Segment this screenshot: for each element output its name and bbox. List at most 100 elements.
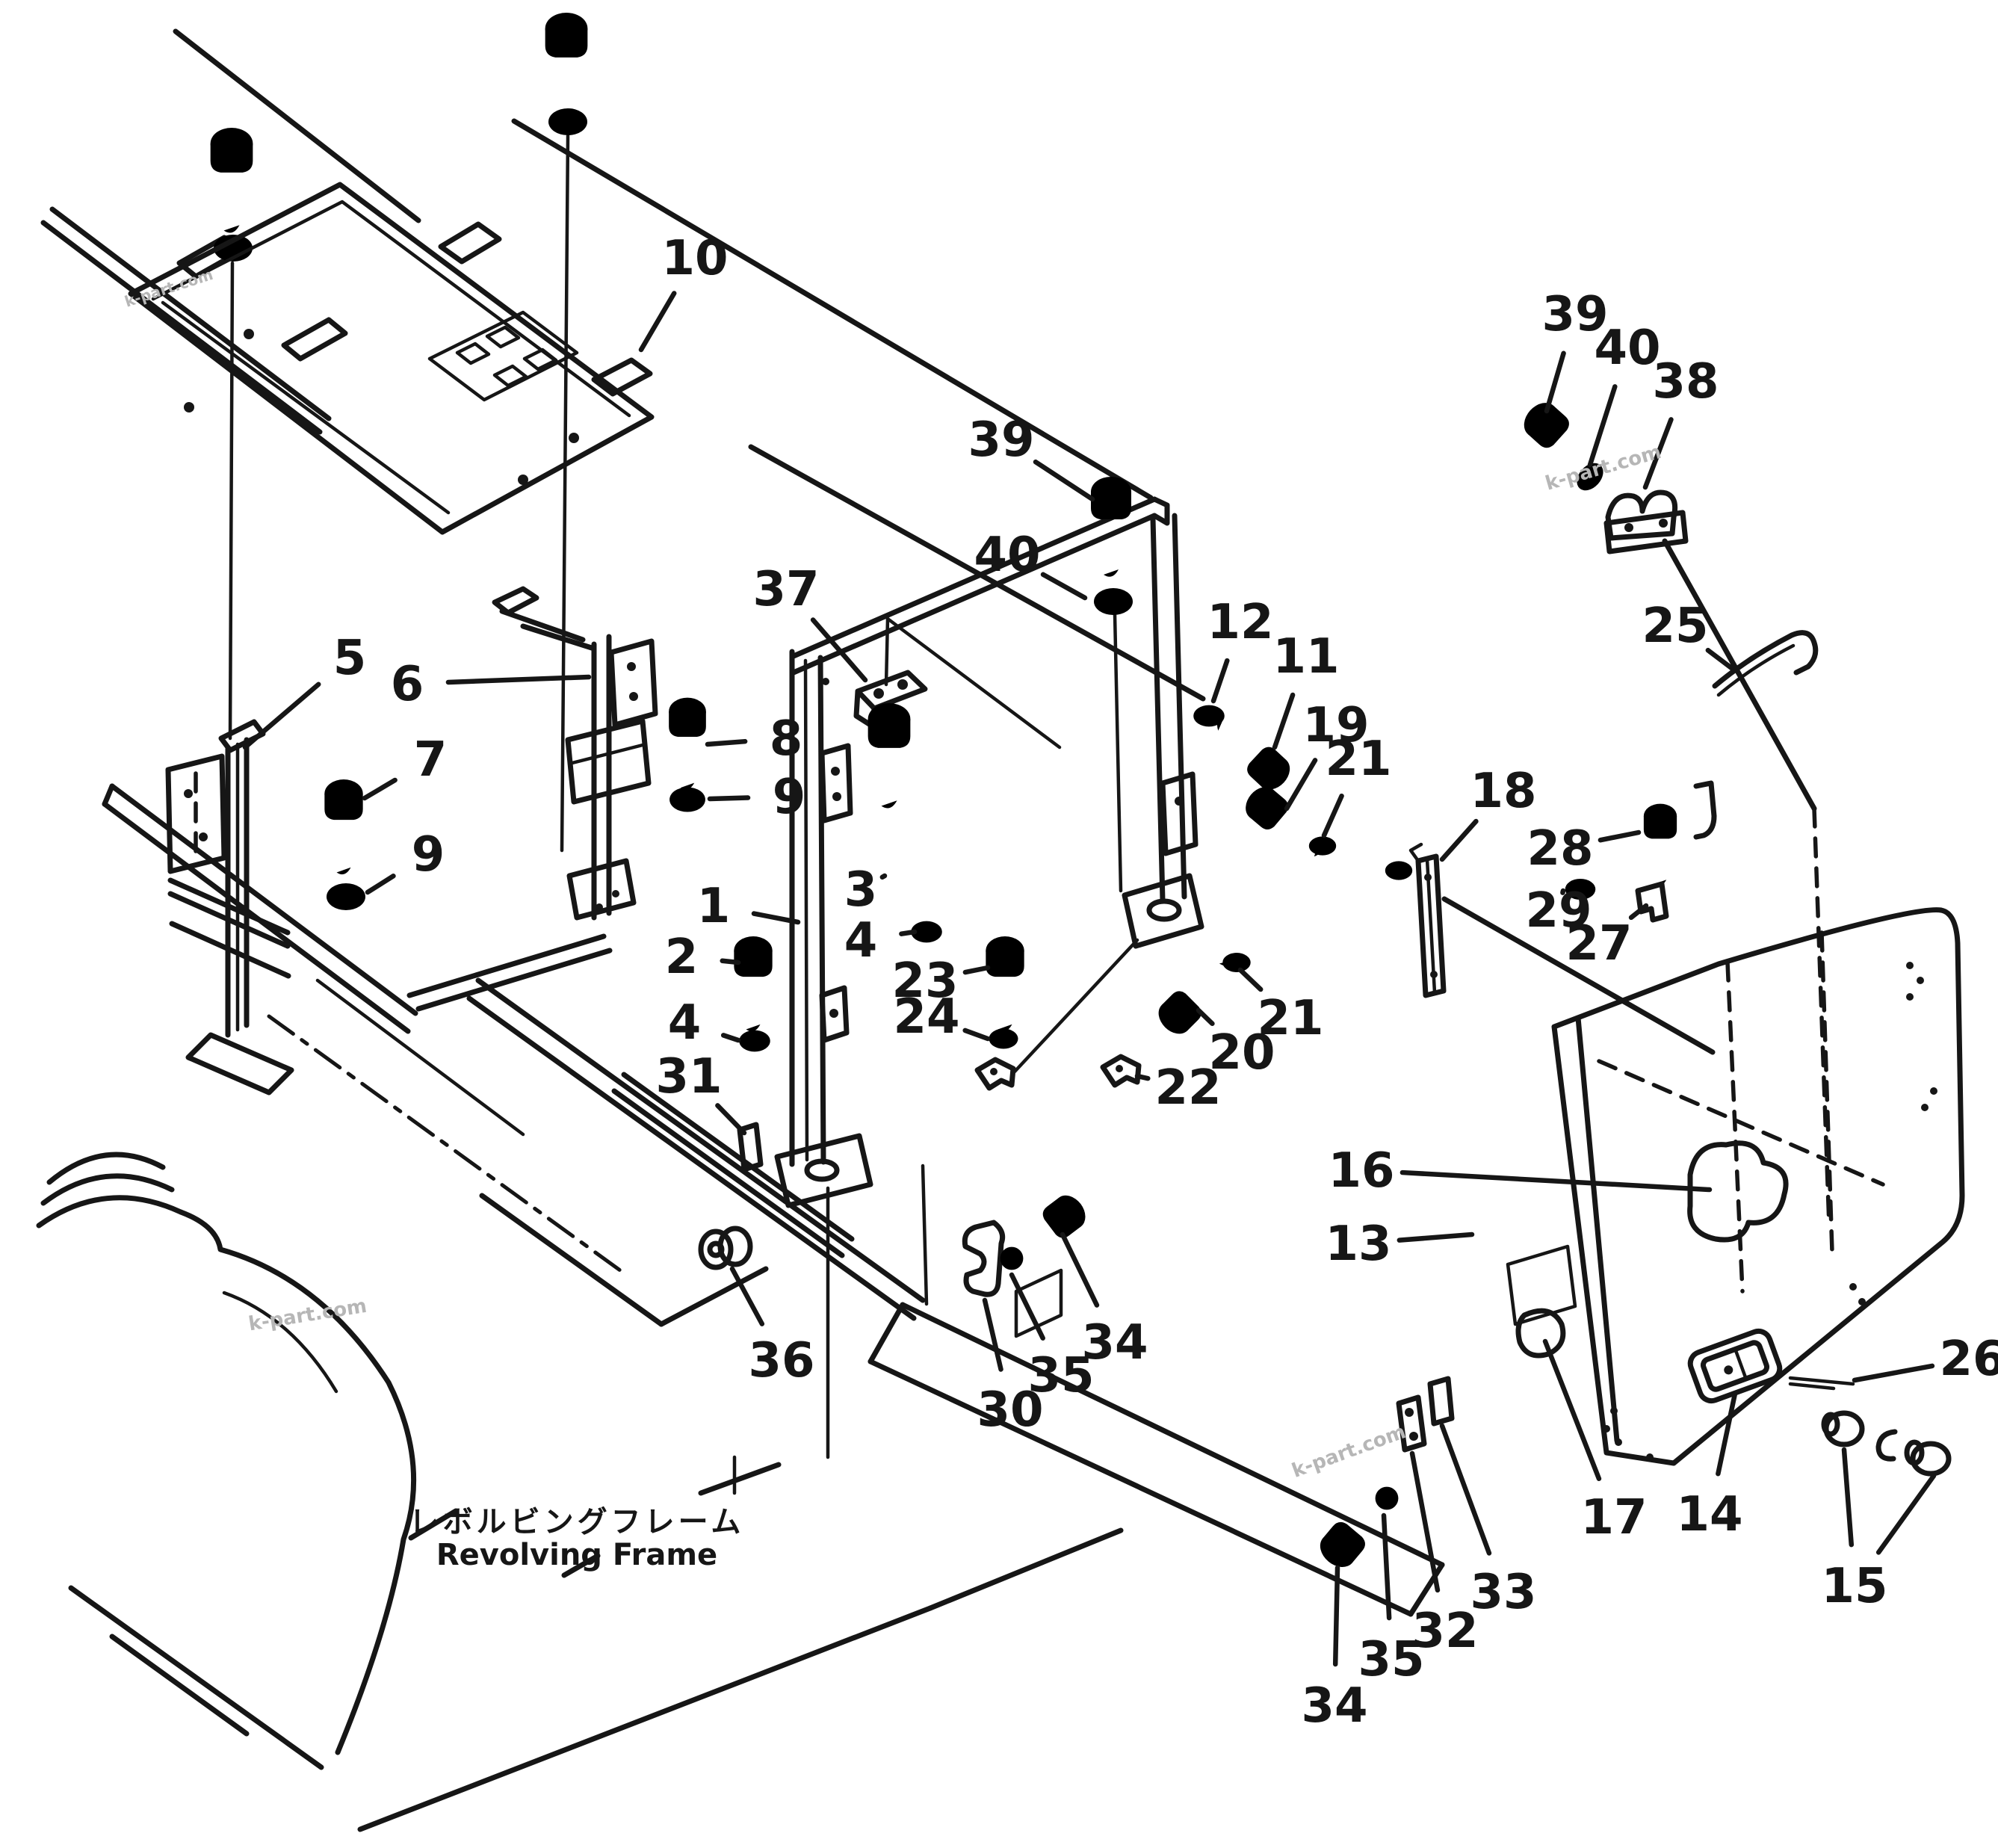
callout-label-16: 16 bbox=[1328, 1143, 1394, 1199]
latch-14 bbox=[1687, 1328, 1783, 1404]
clamp-38 bbox=[1603, 489, 1831, 1228]
leader-line-7 bbox=[362, 777, 398, 801]
callout-label-31: 31 bbox=[655, 1049, 722, 1104]
leader-line-19 bbox=[1284, 758, 1318, 812]
callout-label-1: 1 bbox=[697, 879, 731, 934]
leader-line-26 bbox=[1852, 1363, 1935, 1383]
strap-32 bbox=[1396, 1394, 1427, 1453]
frame-1 bbox=[774, 496, 1204, 1208]
leader-line-5 bbox=[242, 682, 321, 750]
callout-label-22: 22 bbox=[1154, 1060, 1221, 1116]
support-6 bbox=[492, 586, 658, 921]
callout-label-24: 24 bbox=[893, 989, 959, 1045]
leader-line-9 bbox=[365, 874, 396, 895]
callout-label-39: 39 bbox=[968, 412, 1034, 468]
leader-line-29 bbox=[1560, 888, 1566, 895]
callout-label-4: 4 bbox=[844, 913, 878, 968]
knobs-15 bbox=[1821, 1410, 1952, 1477]
plate-31 bbox=[737, 1122, 764, 1172]
leader-line-30 bbox=[982, 1297, 1003, 1372]
callout-label-13: 13 bbox=[1325, 1217, 1391, 1272]
leader-line-40 bbox=[1040, 572, 1088, 601]
leader-line-4 bbox=[899, 929, 918, 936]
leader-line-13 bbox=[1397, 1232, 1475, 1243]
leader-line-17 bbox=[1542, 1338, 1602, 1482]
caption-japanese: レボルビングフレーム bbox=[409, 1505, 745, 1539]
callout-label-11: 11 bbox=[1272, 629, 1339, 684]
callout-label-4: 4 bbox=[668, 995, 702, 1051]
leader-line-12 bbox=[1210, 658, 1230, 704]
callout-label-39: 39 bbox=[1541, 287, 1608, 342]
watermark-text: k-part.com bbox=[1289, 1421, 1408, 1483]
callout-label-27: 27 bbox=[1565, 916, 1632, 971]
pillar-5 bbox=[165, 719, 294, 1095]
door-panel-13 bbox=[1506, 907, 1965, 1466]
leader-line-36 bbox=[729, 1266, 765, 1326]
leader-line-38 bbox=[1642, 417, 1674, 490]
callout-label-21: 21 bbox=[1257, 991, 1323, 1046]
callout-label-17: 17 bbox=[1580, 1490, 1647, 1545]
callout-label-14: 14 bbox=[1676, 1487, 1742, 1542]
top-left-rails bbox=[40, 28, 1206, 853]
brackets-22 bbox=[974, 1054, 1142, 1091]
callout-label-40: 40 bbox=[974, 528, 1040, 583]
leader-line-4 bbox=[720, 1033, 741, 1043]
leader-line-24 bbox=[962, 1027, 991, 1042]
callout-label-23: 23 bbox=[891, 954, 958, 1009]
leader-line-21 bbox=[1237, 967, 1264, 992]
leader-line-34 bbox=[1332, 1565, 1340, 1667]
leader-line-31 bbox=[715, 1103, 747, 1136]
callout-label-10: 10 bbox=[661, 231, 728, 286]
callout-label-7: 7 bbox=[414, 732, 448, 788]
leader-line-10 bbox=[638, 291, 677, 353]
leader-line-39 bbox=[1544, 350, 1566, 414]
leader-line-39 bbox=[1033, 459, 1095, 502]
leader-line-32 bbox=[1409, 1450, 1441, 1593]
clip-37 bbox=[853, 616, 1062, 750]
callout-label-5: 5 bbox=[333, 631, 367, 686]
leader-line-27 bbox=[1628, 903, 1649, 921]
leader-line-1 bbox=[751, 911, 801, 925]
pipe-25 bbox=[1693, 630, 1819, 840]
leader-line-6 bbox=[445, 674, 592, 685]
hinge-strip-18 bbox=[1408, 842, 1716, 1055]
callout-label-37: 37 bbox=[752, 562, 819, 617]
callout-label-18: 18 bbox=[1470, 764, 1536, 819]
caption-english: Revolving Frame bbox=[436, 1538, 717, 1572]
leader-line-37 bbox=[810, 617, 868, 683]
clamp-30-group bbox=[962, 1220, 1006, 1297]
callout-label-12: 12 bbox=[1207, 595, 1273, 650]
leader-line-35 bbox=[1381, 1512, 1392, 1621]
callout-label-40: 40 bbox=[1594, 321, 1660, 376]
callout-label-33: 33 bbox=[1470, 1565, 1536, 1620]
leader-line-9 bbox=[707, 795, 751, 802]
callout-label-30: 30 bbox=[977, 1382, 1043, 1438]
revolving-frame-base bbox=[36, 783, 1445, 1832]
callout-label-34: 34 bbox=[1301, 1678, 1367, 1734]
callout-label-3: 3 bbox=[844, 862, 878, 918]
callout-label-25: 25 bbox=[1642, 599, 1708, 654]
bracket-27 bbox=[1635, 881, 1669, 923]
line-art bbox=[36, 13, 1965, 1832]
leader-line-2 bbox=[720, 958, 741, 965]
pin-26 bbox=[1788, 1376, 1855, 1391]
callout-label-15: 15 bbox=[1821, 1559, 1887, 1614]
leader-line-33 bbox=[1439, 1423, 1492, 1556]
callout-label-29: 29 bbox=[1525, 883, 1592, 939]
callout-label-2: 2 bbox=[665, 930, 699, 985]
callout-label-19: 19 bbox=[1302, 698, 1369, 753]
leader-line-22 bbox=[1134, 1073, 1151, 1081]
leader-line-11 bbox=[1272, 692, 1296, 750]
callout-label-35: 35 bbox=[1027, 1348, 1094, 1403]
callout-label-34: 34 bbox=[1081, 1315, 1148, 1370]
leader-line-40 bbox=[1587, 384, 1618, 468]
leader-line-15 bbox=[1875, 1473, 1937, 1555]
callout-label-28: 28 bbox=[1527, 821, 1593, 877]
callout-label-36: 36 bbox=[748, 1333, 814, 1388]
leader-line-14 bbox=[1716, 1391, 1738, 1477]
leader-line-35 bbox=[1009, 1272, 1045, 1341]
leader-line-21 bbox=[1321, 793, 1344, 838]
